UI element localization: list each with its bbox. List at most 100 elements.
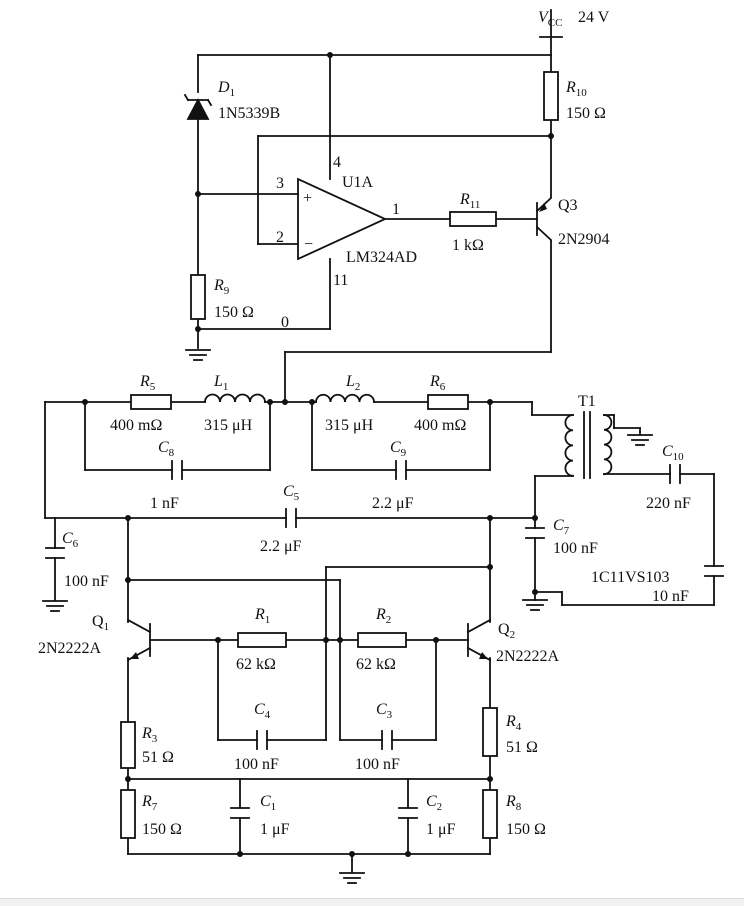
opamp-pin2: 2 (276, 229, 284, 246)
resistor-r7 (120, 789, 136, 839)
c4-value: 100 nF (234, 756, 279, 773)
r5-value: 400 mΩ (110, 417, 162, 434)
d1-label: D1 (217, 79, 235, 99)
r4-label: R4 (505, 713, 522, 733)
r1-label: R1 (254, 606, 270, 626)
opamp-minus: − (304, 236, 313, 253)
c3-label: C3 (376, 701, 393, 721)
resistor-r1 (237, 632, 287, 648)
c7-value: 100 nF (553, 540, 598, 557)
r3-value: 51 Ω (142, 749, 174, 766)
bottom-edge-strip (0, 898, 744, 906)
r5-label: R5 (139, 373, 156, 393)
opamp-pin4: 4 (333, 154, 341, 171)
capacitor-c6 (45, 547, 65, 559)
r10-value: 150 Ω (566, 105, 606, 122)
junction-dots (82, 52, 554, 857)
c6-value: 100 nF (64, 573, 109, 590)
wires (44, 9, 715, 873)
c8-label: C8 (158, 439, 175, 459)
q2-label: Q2 (498, 621, 515, 641)
c4-label: C4 (254, 701, 271, 721)
q3-name: Q3 (558, 197, 578, 214)
cx-value: 10 nF (652, 588, 689, 605)
ground-symbol-main (339, 872, 365, 884)
q2-part: 2N2222A (496, 648, 560, 665)
q1-label: Q1 (92, 613, 109, 633)
c7-label: C7 (553, 517, 570, 537)
l1-label: L1 (213, 373, 228, 393)
resistor-r3 (120, 721, 136, 769)
r11-value: 1 kΩ (452, 237, 484, 254)
c1-label: C1 (260, 793, 276, 813)
resistor-r8 (482, 789, 498, 839)
capacitor-c1 (230, 807, 250, 819)
opamp-part: LM324AD (346, 249, 417, 266)
resistor-r2 (357, 632, 407, 648)
gnd-node-label: 0 (281, 314, 289, 331)
q3-part: 2N2904 (558, 231, 610, 248)
c10-value: 220 nF (646, 495, 691, 512)
c9-label: C9 (390, 439, 407, 459)
ground-symbol-c6 (42, 600, 68, 612)
r9-value: 150 Ω (214, 304, 254, 321)
inductor-l1 (204, 393, 266, 403)
c5-value: 2.2 μF (260, 538, 302, 555)
vcc-label: VCC (538, 9, 562, 29)
q1-part: 2N2222A (38, 640, 102, 657)
inductor-l2 (315, 393, 375, 403)
opamp-u1a (297, 177, 388, 261)
c3-value: 100 nF (355, 756, 400, 773)
resistor-r11 (449, 211, 497, 227)
resistor-r4 (482, 707, 498, 757)
r3-label: R3 (141, 725, 158, 745)
c9-value: 2.2 μF (372, 495, 414, 512)
cx-part: 1C11VS103 (591, 569, 670, 586)
opamp-name: U1A (342, 174, 374, 191)
r6-value: 400 mΩ (414, 417, 466, 434)
opamp-pin3: 3 (276, 175, 284, 192)
transistor-q1 (126, 618, 152, 662)
resistor-r5 (130, 394, 172, 410)
capacitor-c8 (171, 460, 183, 480)
r6-label: R6 (429, 373, 446, 393)
r11-label: R11 (459, 191, 480, 211)
capacitor-c3 (381, 730, 393, 750)
capacitor-c9 (395, 460, 407, 480)
r2-value: 62 kΩ (356, 656, 396, 673)
resistor-r9 (190, 274, 206, 320)
t1-name: T1 (578, 393, 596, 410)
c6-label: C6 (62, 530, 79, 550)
capacitor-1c11vs103 (704, 565, 724, 577)
r7-label: R7 (141, 793, 158, 813)
r9-label: R9 (213, 277, 230, 297)
c1-value: 1 μF (260, 821, 290, 838)
transistor-q2 (466, 618, 492, 662)
opamp-plus: + (303, 190, 312, 207)
r4-value: 51 Ω (506, 739, 538, 756)
r1-value: 62 kΩ (236, 656, 276, 673)
c8-value: 1 nF (150, 495, 179, 512)
l2-label: L2 (345, 373, 360, 393)
c5-label: C5 (283, 483, 300, 503)
l2-value: 315 μH (325, 417, 374, 434)
r10-label: R10 (565, 79, 587, 99)
l1-value: 315 μH (204, 417, 253, 434)
transistor-q3 (535, 196, 553, 242)
ground-symbol-t1 (627, 434, 653, 446)
capacitor-c7 (525, 527, 545, 539)
ground-symbol-c7 (522, 591, 548, 611)
transformer-t1 (564, 411, 613, 479)
ground-symbol-r9 (185, 349, 211, 361)
d1-part: 1N5339B (218, 105, 280, 122)
opamp-pin11: 11 (333, 272, 348, 289)
r8-value: 150 Ω (506, 821, 546, 838)
capacitor-c4 (256, 730, 268, 750)
r2-label: R2 (375, 606, 391, 626)
zener-diode-d1 (183, 93, 213, 120)
labels: VCC 24 V D1 1N5339B R10 150 Ω U1A LM324A… (38, 9, 691, 838)
capacitor-c5 (285, 508, 297, 528)
opamp-pin1: 1 (392, 201, 400, 218)
r7-value: 150 Ω (142, 821, 182, 838)
